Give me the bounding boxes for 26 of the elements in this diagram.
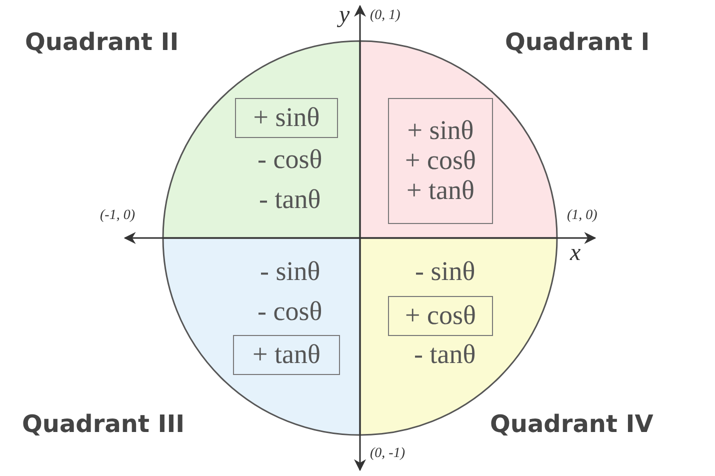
sign-box <box>233 335 340 375</box>
trig-sign-text: - tanθ <box>414 340 476 370</box>
sign-box <box>388 98 493 224</box>
quadrant-heading: Quadrant I <box>505 28 650 56</box>
sign-box <box>388 296 493 336</box>
coordinate-label: (0, -1) <box>370 446 405 462</box>
trig-sign-text: + tanθ <box>406 176 474 206</box>
trig-sign-text: - cosθ <box>258 297 322 327</box>
axis-label: x <box>570 240 581 267</box>
trig-sign-text: + tanθ <box>252 340 320 370</box>
trig-sign-text: - sinθ <box>415 257 476 287</box>
trig-sign-text: - tanθ <box>259 185 321 215</box>
trig-sign-text: + sinθ <box>407 116 474 146</box>
coordinate-label: (-1, 0) <box>100 208 135 224</box>
trig-sign-text: - cosθ <box>258 145 322 175</box>
trig-sign-text: + cosθ <box>405 301 476 331</box>
axis-label: y <box>339 2 350 29</box>
sign-box <box>235 98 338 138</box>
trig-sign-text: - sinθ <box>260 257 320 287</box>
quadrant-heading: Quadrant IV <box>490 410 654 438</box>
trig-sign-text: + sinθ <box>253 103 320 133</box>
coordinate-label: (1, 0) <box>567 208 598 224</box>
quadrant-heading: Quadrant II <box>25 28 179 56</box>
trig-sign-text: + cosθ <box>405 146 476 176</box>
quadrant-heading: Quadrant III <box>22 410 185 438</box>
coordinate-label: (0, 1) <box>370 8 400 24</box>
